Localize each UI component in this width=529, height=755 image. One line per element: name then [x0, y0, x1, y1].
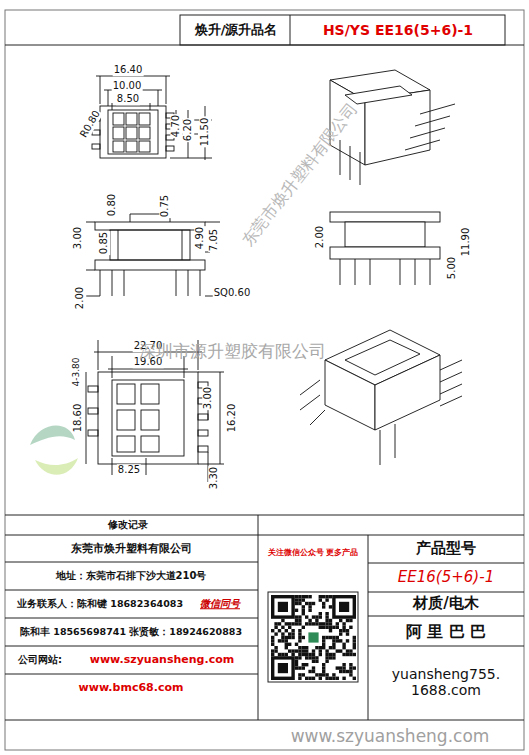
qr-code: [268, 592, 358, 682]
dimension-label: 7.05: [208, 228, 220, 252]
table-cell: yuansheng755. 1688.com: [371, 666, 521, 698]
dimension-label: 8.50: [116, 93, 140, 105]
dimension-label: 6.20: [182, 118, 194, 142]
dimension-label: 4-3.80: [71, 356, 81, 387]
dimension-label: 11.90: [460, 227, 472, 258]
dimension-label: 10.00: [112, 80, 143, 92]
website: www.bmc68.com: [79, 682, 184, 695]
dimension-label: 4.70: [170, 114, 182, 138]
dimension-label: 3.00: [72, 226, 84, 250]
dimension-label: 16.40: [113, 64, 144, 76]
table-cell: 材质/电木: [413, 595, 478, 612]
table-cell: 业务联系人：陈和键 18682364083: [17, 599, 183, 610]
table-cell: 阿 里 巴 巴: [406, 623, 487, 641]
dimension-label: 2.00: [74, 286, 86, 310]
table-cell: 修改记录: [108, 519, 148, 531]
dimension-label: R0.80: [77, 108, 103, 141]
title: HS/YS EE16(5+6)-1: [323, 22, 473, 38]
dimension-label: 18.60: [72, 403, 84, 434]
dimension-label: 3.00: [202, 386, 214, 410]
table-cell: 微信同号: [200, 598, 240, 610]
dimension-label: SQ0.60: [213, 287, 251, 299]
header-cell: 焕升/源升品名: [195, 23, 278, 38]
dimension-label: 0.75: [159, 194, 171, 218]
dimension-label: 5.00: [446, 256, 458, 280]
dimension-label: 0.80: [106, 193, 118, 217]
website: www.szyuansheng.com: [90, 654, 234, 667]
watermark: 深圳市源升塑胶有限公司: [139, 342, 326, 362]
dimension-label: 16.20: [226, 403, 238, 434]
product-model: EE16(5+6)-1: [398, 569, 494, 586]
watermark: www.szyuansheng.com: [291, 727, 490, 747]
table-cell: 东莞市焕升塑料有限公司: [71, 543, 192, 556]
dimension-label: 3.30: [208, 466, 220, 490]
dimension-label: 8.25: [117, 464, 141, 476]
dimension-label: 11.50: [199, 117, 211, 148]
table-cell: 产品型号: [416, 540, 476, 557]
dimension-label: 4.90: [194, 226, 206, 250]
table-cell: 公司网站:: [18, 654, 62, 666]
watermark: 东莞市焕升塑料有限公司: [239, 100, 362, 250]
table-cell: 陈和丰 18565698741 张贤敏：18924620883: [20, 627, 242, 638]
dimension-label: 2.00: [314, 225, 326, 249]
dimension-label: 0.85: [98, 231, 110, 255]
table-cell: 关注微信公众号 更多产品: [268, 549, 359, 558]
table-cell: 地址：东莞市石排下沙大道210号: [56, 570, 207, 582]
